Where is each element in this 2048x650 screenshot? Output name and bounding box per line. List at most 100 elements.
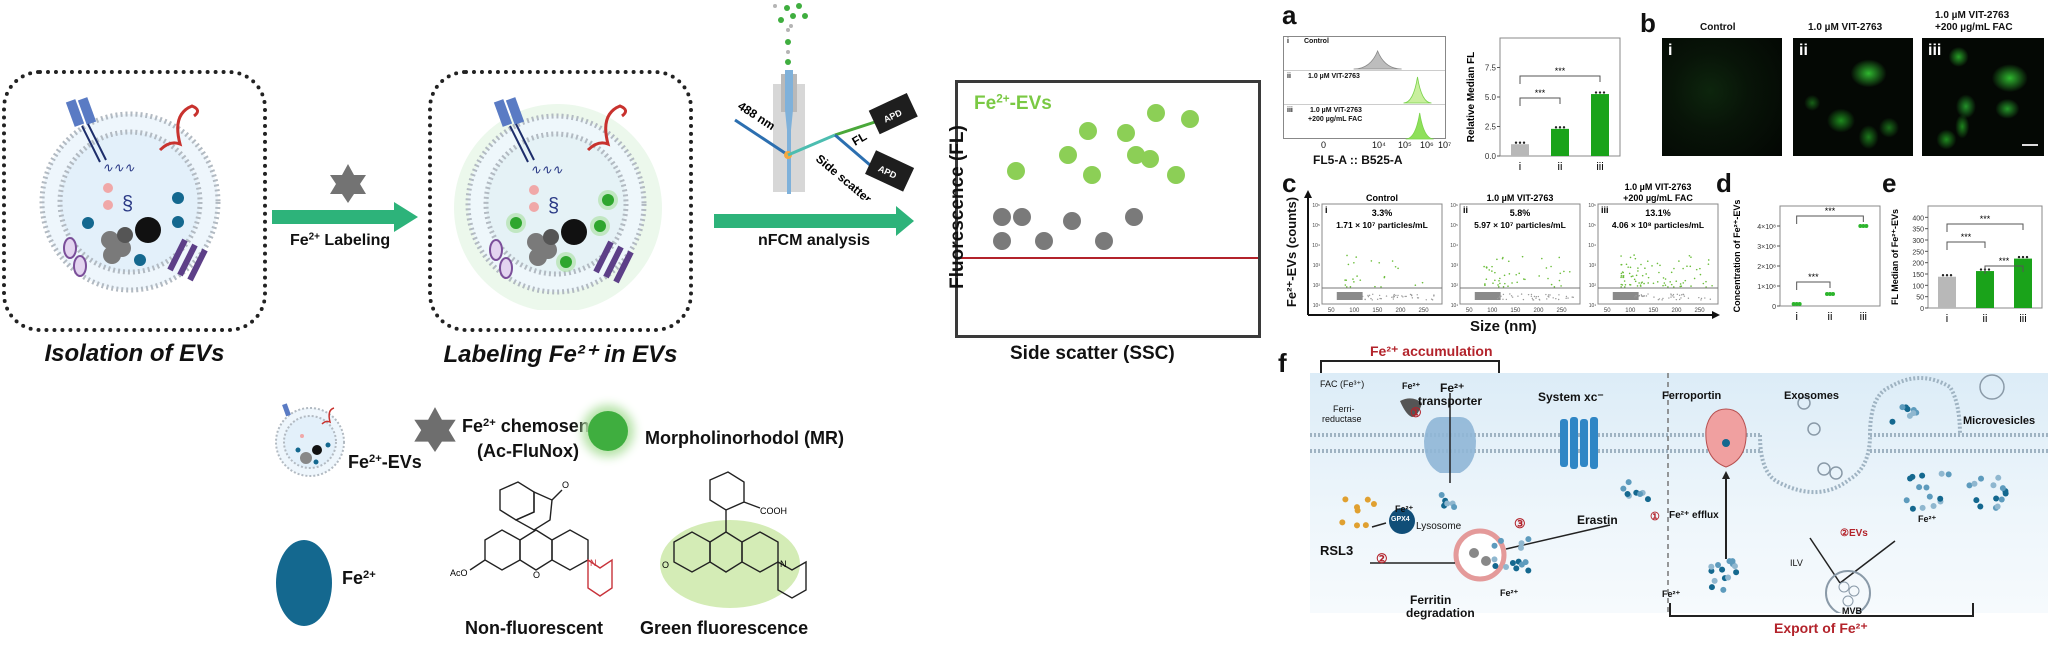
positive-ev-dot [1079,122,1097,140]
positive-event-dot [1707,259,1710,261]
event-dot [1498,295,1501,298]
export-bracket [1669,603,1974,617]
negative-ev-dot [1125,208,1143,226]
y-tick-label: 1×10⁸ [1757,284,1776,291]
concept-xlabel: Side scatter (SSC) [1010,343,1175,364]
non-fluorescent-caption: Non-fluorescent [465,618,604,638]
iron-ion [1637,491,1644,498]
evs-label: ②EVs [1840,528,1868,539]
y-axis-label: Relative Median FL [1466,52,1477,143]
positive-event-dot [1643,282,1645,285]
iron-ion [1909,505,1916,512]
positive-event-dot [1680,285,1683,288]
concentration-label: 4.06 × 10⁸ particles/mL [1612,220,1704,230]
positive-event-dot [1702,282,1705,285]
panel-d-label: d [1716,168,1732,198]
positive-event-dot [1522,278,1525,280]
y-tick-label: 10⁶ [1450,203,1458,209]
apd-detector-icon: APD [868,92,918,135]
image-iii-title2: +200 µg/mL FAC [1935,22,2013,33]
positive-event-dot [1675,280,1678,283]
gpcr-icon [167,238,208,282]
positive-event-dot [1621,284,1624,286]
event-dot [1538,299,1541,301]
analysis-label: nFCM analysis [758,232,871,249]
y-tick-label: 50 [1916,295,1924,302]
ferri-label: Ferri- [1333,404,1355,414]
svg-text:O: O [533,570,540,580]
positive-event-dot [1507,285,1509,287]
negative-ev-dot [1013,208,1031,226]
iron-ion [1725,574,1732,581]
nfcm-instrument-illustration: APD APD 488 nm FL Side scatter [734,3,918,200]
rna-strand-icon [158,104,199,152]
event-dot [1522,298,1525,301]
x-tick-label: 150 [1510,308,1521,314]
positive-percent: 5.8% [1510,208,1531,218]
positive-event-dot [1391,260,1394,262]
positive-event-dot [1640,282,1643,284]
iron-ion [1518,540,1525,547]
positive-event-dot [1511,282,1513,284]
positive-event-dot [1633,254,1635,256]
significance-bracket [1796,281,1831,290]
system-xc-label: System xc⁻ [1538,390,1604,404]
event-dot [1500,295,1502,297]
event-dot [1672,293,1675,296]
x-axis-arrowhead [1712,311,1720,319]
event-dot [1634,296,1636,298]
positive-event-dot [1641,274,1644,277]
step1-marker: ① [1410,405,1422,420]
significance-label: *** [1555,66,1566,76]
positive-percent: 13.1% [1645,208,1671,218]
positive-event-dot [1634,257,1637,260]
positive-event-dot [1345,286,1348,288]
event-dot [1393,295,1395,298]
legend-mr-label: Morpholinorhodol (MR) [645,428,844,448]
data-point [1562,126,1566,129]
positive-event-dot [1518,272,1521,275]
positive-event-dot [1659,264,1661,267]
iron-ion [1491,542,1498,549]
iron-ion [1353,522,1360,529]
event-dot [1571,296,1573,298]
y-axis-label: Concentration of Fe²⁺-EVs [1732,200,1742,312]
svg-text:FL: FL [850,129,870,148]
iron-ion [1708,563,1715,570]
positive-event-dot [1507,260,1510,263]
event-dot [1535,297,1537,299]
svg-text:N: N [780,559,787,569]
x-tick-label: 200 [1395,308,1406,314]
rsl3-label: RSL3 [1320,543,1354,558]
positive-event-dot [1670,283,1673,286]
iron-ion [1999,485,2006,492]
acflunox-structure: AcO O N O [450,480,613,597]
ferrireductase-icon [1400,398,1422,417]
positive-event-dot [1550,283,1553,286]
significance-bracket [1946,241,1986,250]
ferroportin-label: Ferroportin [1662,390,1722,402]
data-point [1949,274,1953,277]
iron-ion [1910,410,1917,417]
event-dot [1401,295,1403,297]
fe-evs-label: Fe2+-EVs [974,92,1052,114]
step1-efflux-marker: ① [1650,511,1660,523]
positive-event-dot [1620,272,1623,275]
iron-ion [1998,496,2005,503]
positive-event-dot [1682,267,1684,270]
positive-event-dot [1620,274,1623,277]
negative-population [1612,292,1639,300]
hist-xlabel: FL5-A :: B525-A [1313,153,1403,167]
positive-event-dot [1538,275,1540,277]
x-tick-label: iii [1596,161,1603,173]
hist-row-i-label: Control [1304,38,1329,45]
event-dot [1404,295,1406,298]
iron-ion [1907,475,1914,482]
positive-event-dot [1707,263,1710,265]
y-tick-label: 10⁵ [1450,223,1458,229]
data-point [1979,268,1983,271]
event-dot [1658,298,1661,300]
event-dot [1527,293,1530,296]
